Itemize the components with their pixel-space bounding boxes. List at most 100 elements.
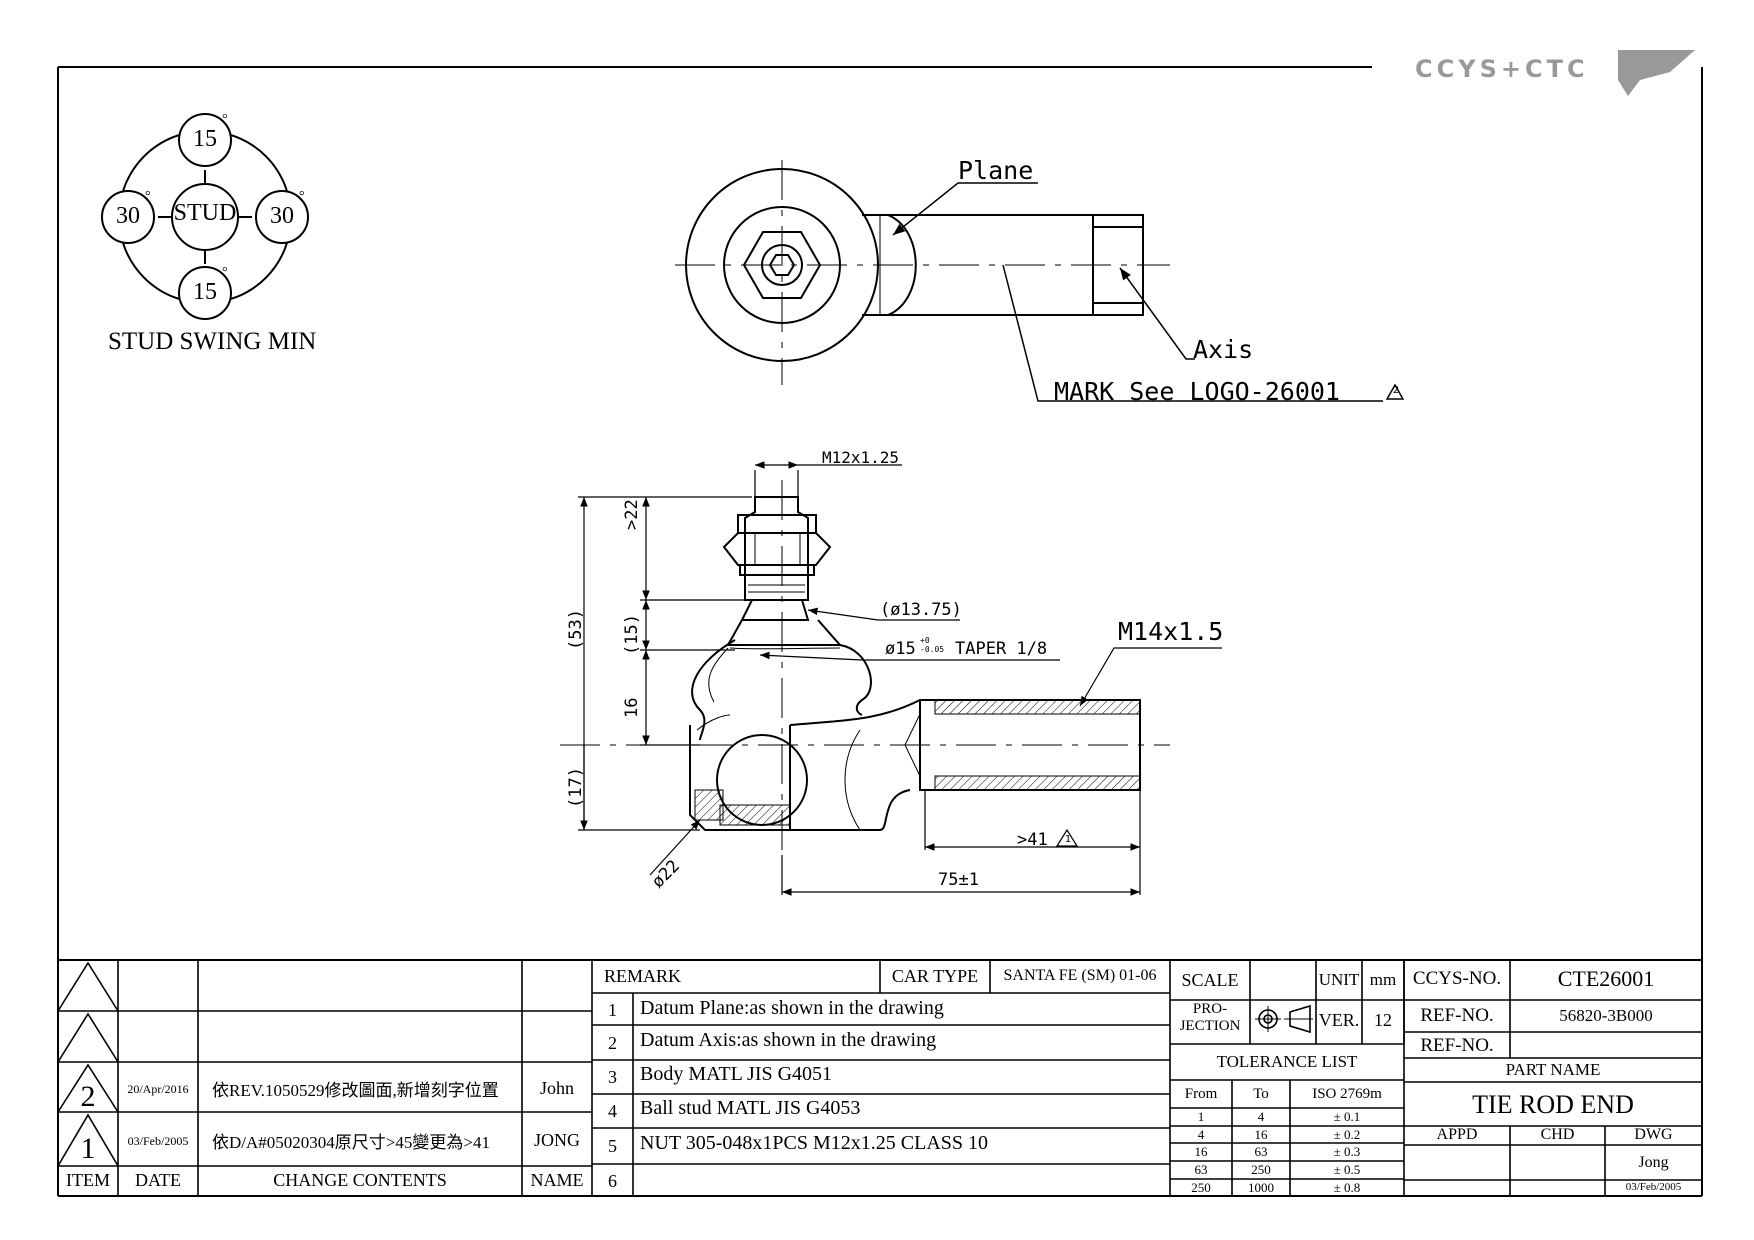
ccys-no-value: CTE26001	[1557, 966, 1655, 991]
part-name-label: PART NAME	[1505, 1060, 1601, 1079]
swing-right-value: 30	[270, 203, 294, 229]
dim-taper: TAPER 1/8	[955, 639, 1048, 659]
tolerance-header-from: From	[1184, 1086, 1218, 1102]
revision-date-1: 03/Feb/2005	[127, 1134, 189, 1148]
dim-dia-1375: (ø13.75)	[880, 600, 962, 620]
remark-no-5: 5	[608, 1136, 617, 1156]
swing-center-label: STUD	[173, 200, 237, 226]
swing-top-degree: °	[222, 112, 228, 127]
stud-swing-diagram	[101, 113, 309, 320]
ref-no-value-1: 56820-3B000	[1559, 1006, 1653, 1025]
unit-label: UNIT	[1318, 970, 1360, 989]
ref-no-label-2: REF-NO.	[1420, 1035, 1494, 1056]
tol-value-3: ± 0.3	[1333, 1144, 1361, 1159]
header-item: ITEM	[66, 1170, 110, 1190]
dim-41: >41	[1017, 830, 1048, 850]
revision-name-2: John	[539, 1078, 574, 1098]
revision-date-2: 20/Apr/2016	[127, 1082, 189, 1096]
tol-to-5: 1000	[1248, 1180, 1274, 1195]
swing-right-degree: °	[299, 189, 305, 204]
revision-item-2: 2	[80, 1080, 96, 1113]
swing-bottom-value: 15	[193, 279, 217, 305]
tolerance-title: TOLERANCE LIST	[1216, 1052, 1358, 1071]
revision-contents-1: 依D/A#05020304原尺寸>45變更為>41	[212, 1133, 490, 1152]
tol-from-3: 16	[1194, 1144, 1208, 1159]
remark-text-5: NUT 305-048x1PCS M12x1.25 CLASS 10	[640, 1132, 989, 1154]
remark-text-2: Datum Axis:as shown in the drawing	[640, 1029, 937, 1051]
swing-left-value: 30	[116, 203, 140, 229]
dim-41-revision-number: 1	[1064, 834, 1072, 845]
header-change-contents: CHANGE CONTENTS	[273, 1170, 447, 1190]
dimension-lines	[578, 461, 1222, 896]
dim-15: (15)	[622, 614, 642, 655]
revision-name-1: JONG	[533, 1130, 580, 1150]
dim-thread-top: M12x1.25	[822, 448, 900, 467]
tol-from-4: 63	[1194, 1162, 1208, 1177]
dwg-label: DWG	[1634, 1126, 1673, 1143]
dim-17: (17)	[566, 767, 586, 808]
tol-to-2: 16	[1254, 1127, 1268, 1142]
tol-to-3: 63	[1254, 1144, 1268, 1159]
tol-from-2: 4	[1197, 1127, 1205, 1142]
tolerance-header-iso: ISO 2769m	[1312, 1086, 1382, 1102]
dim-53: (53)	[566, 609, 586, 650]
remark-no-1: 1	[608, 1000, 617, 1020]
remark-no-4: 4	[608, 1101, 617, 1121]
revision-contents-2: 依REV.1050529修改圖面,新增刻字位置	[212, 1081, 499, 1100]
swing-bottom-degree: °	[222, 265, 228, 280]
car-type-label: CAR TYPE	[891, 966, 979, 986]
projection-label-2: JECTION	[1179, 1018, 1241, 1034]
dwg-name: Jong	[1638, 1154, 1669, 1171]
tolerance-header-to: To	[1253, 1086, 1269, 1102]
dim-75: 75±1	[938, 870, 979, 890]
tol-to-1: 4	[1257, 1109, 1265, 1124]
remark-text-1: Datum Plane:as shown in the drawing	[640, 997, 944, 1019]
mark-revision-number: 2	[1392, 385, 1400, 396]
tol-value-4: ± 0.5	[1333, 1162, 1361, 1177]
remark-no-6: 6	[608, 1171, 617, 1191]
remark-text-3: Body MATL JIS G4051	[640, 1063, 833, 1085]
car-type-value: SANTA FE (SM) 01-06	[1003, 967, 1157, 984]
remark-no-3: 3	[608, 1067, 617, 1087]
plane-label: Plane	[958, 156, 1034, 185]
tol-from-5: 250	[1191, 1180, 1211, 1195]
remark-no-2: 2	[608, 1033, 617, 1053]
mark-logo-note: MARK See LOGO-26001	[1054, 377, 1340, 406]
title-block-grid	[57, 960, 1702, 1196]
company-logo-text: CCYS+CTC	[1415, 55, 1589, 83]
tol-from-1: 1	[1197, 1109, 1205, 1124]
header-name: NAME	[530, 1170, 584, 1190]
tol-value-2: ± 0.2	[1333, 1127, 1361, 1142]
top-view	[675, 160, 1405, 402]
swing-left-degree: °	[145, 189, 151, 204]
revision-item-1: 1	[80, 1132, 96, 1165]
scale-label: SCALE	[1181, 970, 1239, 990]
unit-value: mm	[1369, 970, 1397, 989]
ver-label: VER.	[1318, 1010, 1360, 1030]
appd-label: APPD	[1436, 1126, 1478, 1143]
chd-label: CHD	[1540, 1126, 1575, 1143]
dim-taper-tol-minus: -0.05	[920, 645, 945, 654]
swing-top-value: 15	[193, 126, 217, 152]
dim-thread-right: M14x1.5	[1118, 617, 1224, 646]
tol-to-4: 250	[1251, 1162, 1271, 1177]
header-date: DATE	[135, 1170, 181, 1190]
ref-no-label-1: REF-NO.	[1420, 1005, 1494, 1026]
dim-taper-prefix: ø15	[885, 639, 916, 659]
dwg-date: 03/Feb/2005	[1625, 1181, 1682, 1193]
dim-taper-tol-plus: +0	[920, 636, 930, 645]
tol-value-5: ± 0.8	[1333, 1180, 1361, 1195]
ccys-no-label: CCYS-NO.	[1412, 968, 1502, 989]
dim-22: >22	[622, 499, 642, 530]
projection-label-1: PRO-	[1192, 1001, 1228, 1017]
part-name-value: TIE ROD END	[1472, 1090, 1634, 1119]
ver-value: 12	[1374, 1010, 1392, 1030]
company-logo-mark	[1618, 50, 1695, 96]
axis-label: Axis	[1193, 335, 1254, 364]
remark-header: REMARK	[604, 966, 682, 986]
side-view	[560, 480, 1170, 855]
swing-caption: STUD SWING MIN	[108, 328, 317, 355]
remark-text-4: Ball stud MATL JIS G4053	[640, 1097, 861, 1119]
